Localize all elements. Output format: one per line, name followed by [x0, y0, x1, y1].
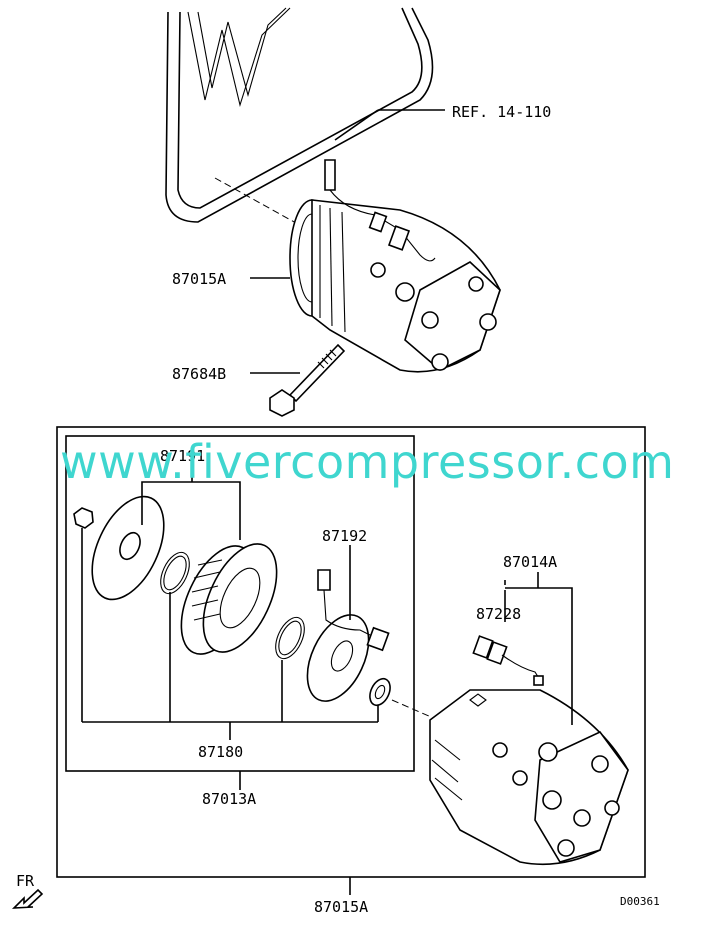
label-harness-assy: 87014A — [503, 553, 557, 571]
label-fr: FR — [16, 872, 35, 890]
watermark: www.fivercompressor.com — [60, 435, 674, 489]
assembly-frame — [56, 426, 646, 878]
label-ref: REF. 14-110 — [452, 103, 551, 121]
compressor-top — [289, 159, 501, 373]
label-clutch-assy: 87013A — [202, 790, 256, 808]
shim-centerline — [391, 699, 439, 721]
ref-leader-diagonal — [334, 109, 379, 141]
harness-leaders — [504, 572, 573, 725]
drive-belt — [165, 7, 434, 223]
harness — [472, 635, 544, 686]
clutch-parts — [73, 495, 391, 707]
clutch-leaders — [81, 462, 379, 895]
belt-centerline — [214, 177, 306, 229]
bolt — [269, 343, 346, 417]
fr-arrow-icon — [11, 888, 44, 909]
label-compressor-top: 87015A — [172, 270, 226, 288]
compressor-bottom — [429, 689, 629, 866]
label-compressor-bottom: 87015A — [314, 898, 368, 916]
diagram-code: D00361 — [620, 895, 660, 908]
label-clutch-set: 87180 — [198, 743, 243, 761]
label-coil: 87192 — [322, 527, 367, 545]
label-harness: 87228 — [476, 605, 521, 623]
label-pulley: 87191 — [160, 447, 205, 465]
label-bolt: 87684B — [172, 365, 226, 383]
